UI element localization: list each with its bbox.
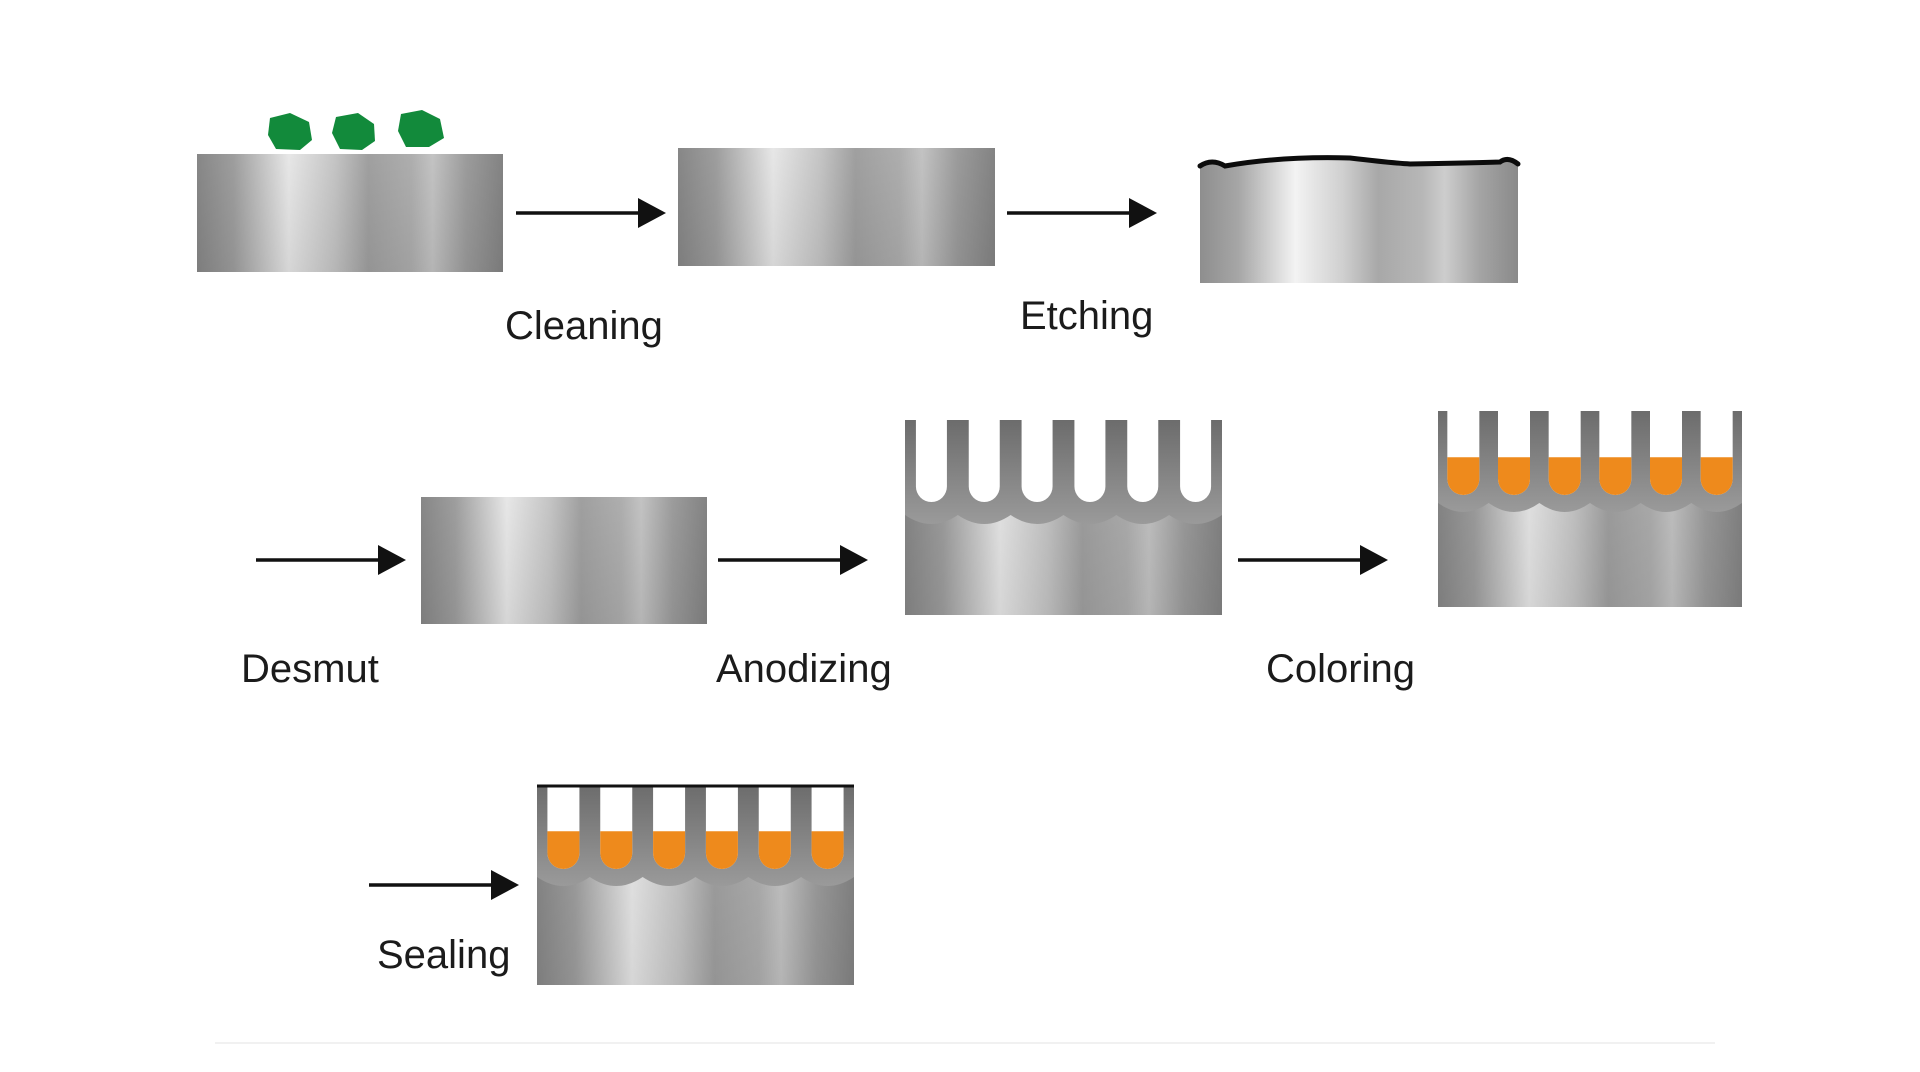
- contaminant-particle: [398, 110, 444, 147]
- label-anodizing: Anodizing: [716, 647, 892, 691]
- pore: [968, 420, 1000, 502]
- dye-fill: [1650, 457, 1682, 495]
- label-etching: Etching: [1020, 294, 1154, 338]
- arrow-coloring: [1238, 545, 1388, 575]
- label-coloring: Coloring: [1266, 647, 1415, 691]
- dye-fill: [1447, 457, 1480, 495]
- label-cleaning: Cleaning: [505, 304, 663, 348]
- stage-anodized-metal: [905, 420, 1222, 615]
- label-sealing: Sealing: [377, 933, 511, 977]
- arrow-etching: [1007, 198, 1157, 228]
- dye-fill: [600, 831, 633, 869]
- dye-fill: [758, 831, 791, 869]
- dye-fill: [653, 831, 686, 869]
- dye-fill: [811, 831, 844, 869]
- pore: [915, 420, 947, 502]
- dye-fill: [1700, 457, 1733, 495]
- dye-fill: [547, 831, 580, 869]
- arrow-cleaning: [516, 198, 666, 228]
- dye-fill: [1548, 457, 1581, 495]
- arrow-anodizing: [718, 545, 868, 575]
- arrow-desmut: [256, 545, 406, 575]
- pore: [1021, 420, 1053, 503]
- pore: [1127, 420, 1159, 502]
- dye-fill: [1599, 457, 1632, 495]
- stage-colored-metal: [1438, 411, 1742, 607]
- label-desmut: Desmut: [241, 647, 379, 691]
- dye-fill: [1498, 457, 1530, 495]
- stage-sealed-metal: [537, 784, 854, 985]
- stage-cleaned-metal: [678, 148, 995, 266]
- arrow-sealing: [369, 870, 519, 900]
- stage-contaminated-metal: [197, 110, 503, 272]
- contaminant-particle: [332, 113, 375, 150]
- pore: [1180, 420, 1212, 502]
- stage-etched-metal: [1197, 155, 1521, 283]
- pore: [1074, 420, 1106, 502]
- dye-fill: [705, 831, 738, 869]
- stage-desmutted-metal: [421, 497, 707, 624]
- contaminant-particle: [268, 113, 312, 150]
